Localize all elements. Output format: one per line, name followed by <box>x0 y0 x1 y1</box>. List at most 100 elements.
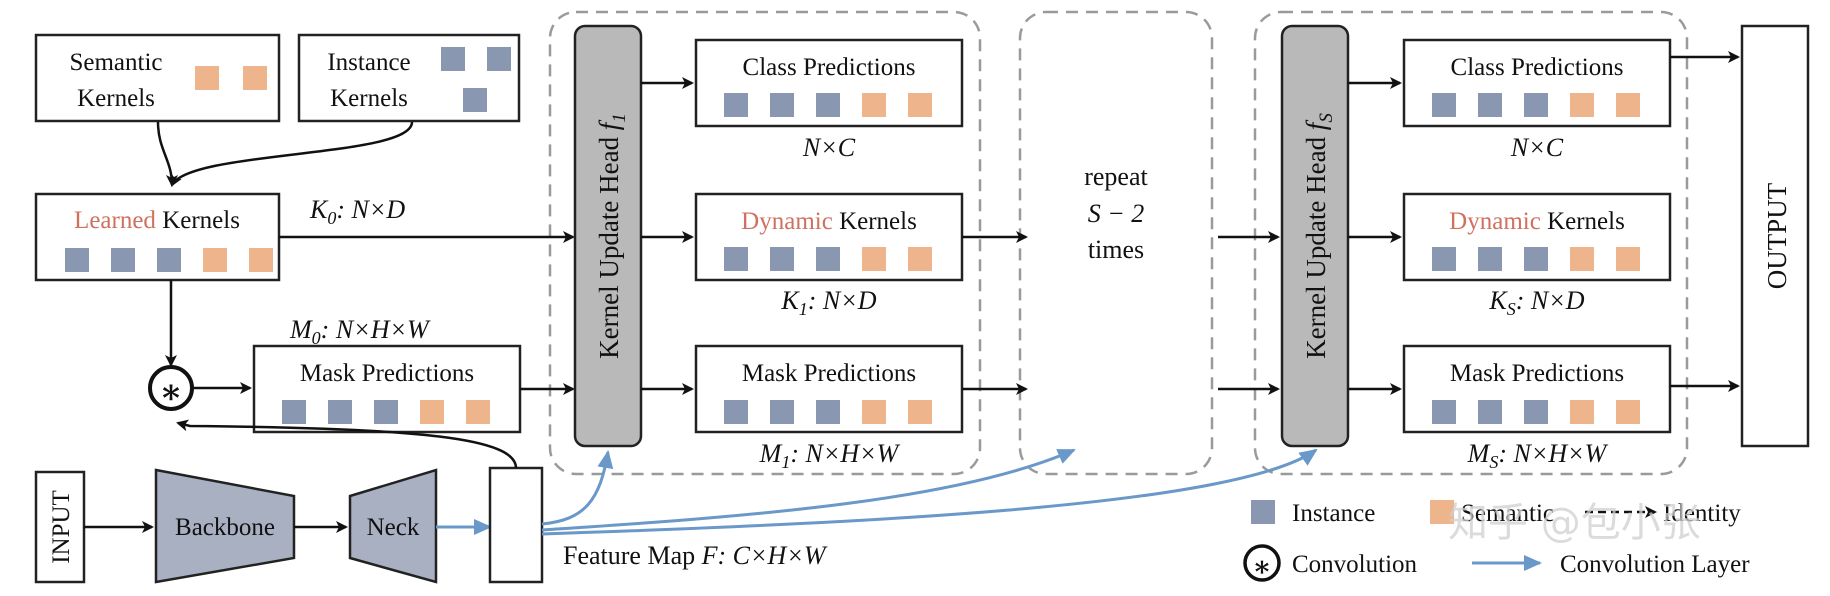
legend-semantic-swatch <box>1430 500 1454 524</box>
class-predictions-s-label: Class Predictions <box>1451 54 1624 81</box>
repeat-line3: times <box>1088 235 1144 264</box>
instance-kernels-line2: Kernels <box>330 85 408 112</box>
feature-to-head1-conv <box>541 450 614 526</box>
instance-square <box>816 247 840 271</box>
repeat-container <box>1018 10 1214 476</box>
output-label: OUTPUT <box>1762 182 1792 289</box>
nc-label-1: N×C <box>802 133 856 162</box>
output-box: OUTPUT <box>1740 24 1810 448</box>
semantic-square <box>203 248 227 272</box>
m1-label: M1: N×H×W <box>759 439 901 472</box>
instance-square <box>816 93 840 117</box>
watermark: 知乎 @包小张 <box>1448 500 1701 546</box>
instance-square <box>1524 247 1548 271</box>
semantic-square <box>1570 400 1594 424</box>
input-label: INPUT <box>48 490 75 564</box>
semantic-square <box>1570 93 1594 117</box>
kernel-update-head-s: Kernel Update Head fS <box>1280 24 1350 448</box>
instance-square <box>816 400 840 424</box>
instance-square <box>487 47 511 71</box>
mask-predictions-1-box: Mask Predictions <box>694 344 964 434</box>
m0-label: M0: N×H×W <box>289 315 431 348</box>
instance-kernels-line1: Instance <box>327 49 410 76</box>
feature-to-headS-conv <box>541 448 1318 536</box>
semantic-square <box>249 248 273 272</box>
learned-word: Learned <box>74 207 156 234</box>
legend-instance-swatch <box>1251 500 1275 524</box>
feature-map-label: Feature Map F: C×H×W <box>563 541 828 570</box>
class-predictions-s-box: Class Predictions <box>1402 38 1672 128</box>
class-predictions-1-label: Class Predictions <box>743 54 916 81</box>
semantic-square <box>908 400 932 424</box>
semantic-square <box>862 247 886 271</box>
headS-label: Kernel Update Head fS <box>1301 113 1337 359</box>
instance-square <box>724 247 748 271</box>
instance-square <box>1432 400 1456 424</box>
semantic-kernels-line1: Semantic <box>69 49 162 76</box>
semantic-square <box>1616 400 1640 424</box>
legend-instance-label: Instance <box>1292 500 1375 527</box>
semantic-square <box>908 247 932 271</box>
repeat-line2: S − 2 <box>1088 199 1145 228</box>
instance-square <box>441 47 465 71</box>
stage-1-container <box>548 10 982 476</box>
conv-symbol: ∗ <box>159 374 183 411</box>
instance-square <box>1524 93 1548 117</box>
legend-convolution-label: Convolution <box>1292 551 1418 578</box>
semantic-square <box>862 93 886 117</box>
instance-square <box>1524 400 1548 424</box>
legend-semantic-label: Semantic <box>1461 500 1554 527</box>
dynamic-kernels-1-box: Dynamic Kernels <box>694 192 964 282</box>
legend-identity-label: Identity <box>1663 500 1741 527</box>
legend-conv-star: ∗ <box>1252 552 1271 583</box>
k0-label: K0: N×D <box>309 195 405 228</box>
instance-square <box>328 400 352 424</box>
instance-to-learned-arrow <box>170 121 414 187</box>
instance-square <box>770 247 794 271</box>
neck-block: Neck <box>348 468 438 584</box>
instance-square <box>282 400 306 424</box>
semantic-to-learned-arrow <box>156 121 178 187</box>
kernel-update-head-1: Kernel Update Head f1 <box>573 24 643 448</box>
nc-label-s: N×C <box>1510 133 1564 162</box>
learned-kernels-box: Learned Kernels <box>34 192 281 282</box>
semantic-square <box>243 66 267 90</box>
dynamic-kernels-s-box: Dynamic Kernels <box>1402 192 1672 282</box>
instance-square <box>1432 247 1456 271</box>
mask-predictions-0-box: Mask Predictions <box>252 344 522 434</box>
legend-convolution-layer-label: Convolution Layer <box>1560 551 1750 578</box>
head1-label: Kernel Update Head f1 <box>594 113 630 359</box>
instance-square <box>724 93 748 117</box>
dynamic-kernels-s-label: Dynamic Kernels <box>1449 208 1625 235</box>
instance-square <box>1478 247 1502 271</box>
semantic-square <box>1570 247 1594 271</box>
mask-predictions-0-label: Mask Predictions <box>300 360 474 387</box>
class-predictions-1-box: Class Predictions <box>694 38 964 128</box>
semantic-square <box>1616 93 1640 117</box>
k1-label: K1: N×D <box>780 286 876 319</box>
feature-to-conv-arrow <box>176 419 518 469</box>
learned-kernels-label: Learned Kernels <box>74 207 240 234</box>
semantic-square <box>1616 247 1640 271</box>
instance-square <box>770 93 794 117</box>
instance-square <box>724 400 748 424</box>
legend-conv-symbol <box>1243 544 1281 582</box>
repeat-line1: repeat <box>1084 162 1148 191</box>
instance-kernels-box: Instance Kernels <box>297 33 521 123</box>
instance-square <box>157 248 181 272</box>
semantic-kernels-line2: Kernels <box>77 85 155 112</box>
semantic-square <box>862 400 886 424</box>
instance-square <box>374 400 398 424</box>
semantic-kernels-box: Semantic Kernels <box>34 33 281 123</box>
semantic-square <box>195 66 219 90</box>
feature-to-repeat-conv <box>541 448 1076 532</box>
input-box: INPUT <box>34 470 86 584</box>
instance-square <box>1478 93 1502 117</box>
instance-square <box>1432 93 1456 117</box>
backbone-label: Backbone <box>175 514 275 541</box>
semantic-square <box>420 400 444 424</box>
mask-predictions-1-label: Mask Predictions <box>742 360 916 387</box>
learned-kernels-word: Kernels <box>156 207 240 234</box>
instance-square <box>111 248 135 272</box>
